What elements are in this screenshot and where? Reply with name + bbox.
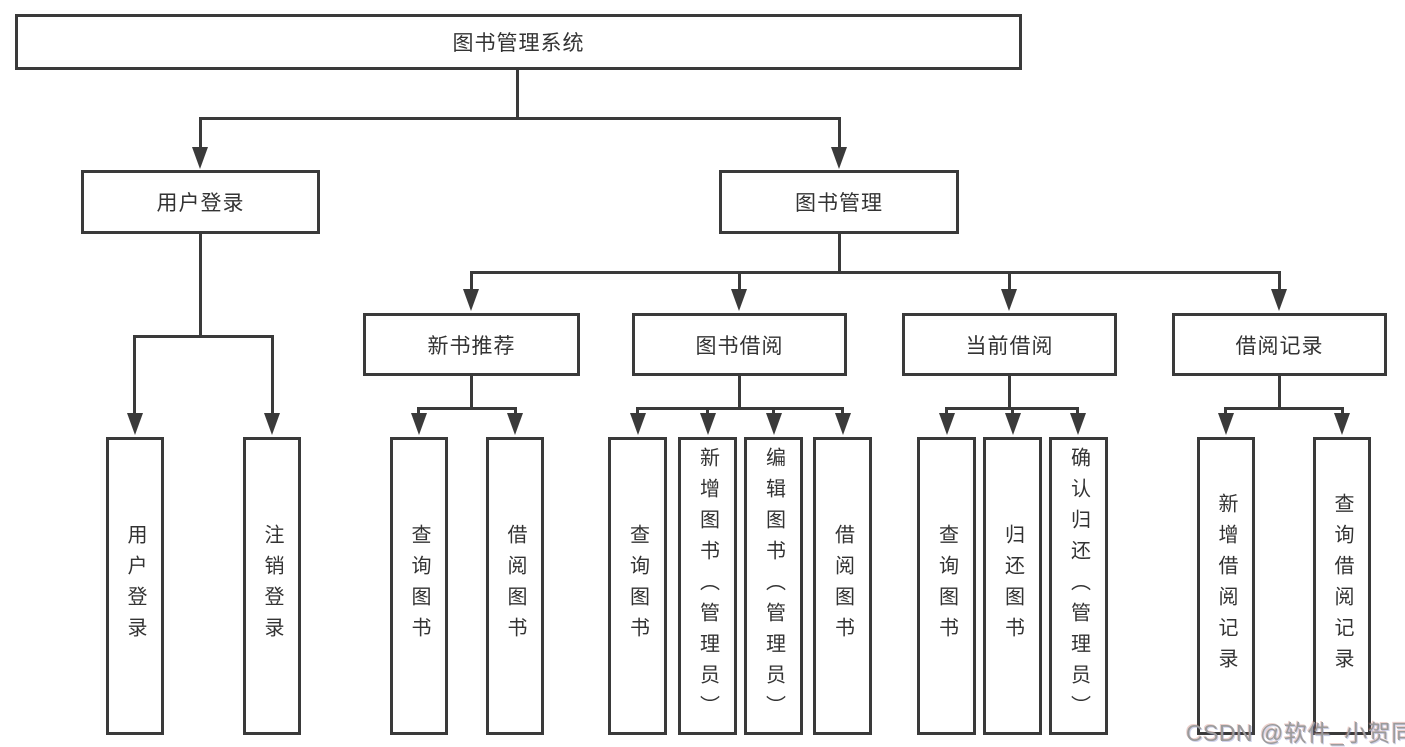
leaf-query-borrow-record-label: 查询借阅记录 [1331, 493, 1353, 679]
leaf-return-books: 归还图书 [983, 437, 1042, 735]
node-book-management-label: 图书管理 [795, 192, 883, 215]
arrow-to-leaf-current-query [939, 413, 955, 435]
connector-br-stem [1278, 376, 1281, 410]
arrow-to-leaf-add-record [1218, 413, 1234, 435]
arrow-to-leaf-return-books [1005, 413, 1021, 435]
leaf-return-books-label: 归还图书 [1001, 524, 1024, 648]
leaf-recommend-borrow-books-label: 借阅图书 [504, 524, 526, 648]
leaf-add-books-admin-label: 新增图书（管理员） [696, 446, 719, 726]
leaf-logout: 注销登录 [243, 437, 301, 735]
connector-bm-drop-4 [1278, 272, 1281, 294]
connector-nbr-stem [470, 376, 473, 410]
connector-root-stem [516, 70, 519, 119]
leaf-user-login-label: 用户登录 [124, 524, 146, 648]
leaf-current-query-books: 查询图书 [917, 437, 976, 735]
leaf-confirm-return-admin: 确认归还（管理员） [1049, 437, 1108, 735]
connector-bb-hbar [636, 407, 844, 410]
connector-bm-drop-2 [738, 272, 741, 294]
connector-ul-stem [199, 234, 202, 338]
node-current-borrow-label: 当前借阅 [965, 334, 1054, 358]
arrow-to-current-borrow [1001, 289, 1017, 311]
arrow-to-leaf-query-record [1334, 413, 1350, 435]
leaf-add-borrow-record: 新增借阅记录 [1197, 437, 1255, 735]
arrow-to-leaf-confirm-return [1070, 413, 1086, 435]
arrow-to-leaf-add-books [700, 413, 716, 435]
connector-nbr-hbar [417, 407, 517, 410]
node-book-borrow-label: 图书借阅 [695, 334, 784, 358]
node-borrow-record-label: 借阅记录 [1235, 334, 1324, 358]
connector-cb-stem [1008, 376, 1011, 410]
connector-bb-stem [738, 376, 741, 410]
arrow-to-leaf-borrow-books [835, 413, 851, 435]
leaf-query-borrow-record: 查询借阅记录 [1313, 437, 1371, 735]
arrow-to-leaf-user-login [127, 413, 143, 435]
connector-bm-stem [838, 234, 841, 274]
node-current-borrow: 当前借阅 [902, 313, 1117, 376]
root-node-library-system: 图书管理系统 [15, 14, 1022, 70]
arrow-to-book-borrow [731, 289, 747, 311]
connector-root-left-drop [199, 118, 202, 152]
node-book-management: 图书管理 [719, 170, 959, 234]
node-book-borrow: 图书借阅 [632, 313, 847, 376]
connector-bm-drop-3 [1008, 272, 1011, 294]
connector-ul-drop-1 [133, 336, 136, 418]
leaf-current-query-books-label: 查询图书 [935, 524, 958, 648]
arrow-to-leaf-edit-books [766, 413, 782, 435]
leaf-logout-label: 注销登录 [261, 524, 283, 648]
arrow-to-book-management [831, 147, 847, 169]
arrow-to-leaf-recommend-borrow [507, 413, 523, 435]
leaf-user-login: 用户登录 [106, 437, 164, 735]
node-new-book-recommend: 新书推荐 [363, 313, 580, 376]
connector-ul-drop-2 [271, 336, 274, 418]
leaf-borrow-books: 借阅图书 [813, 437, 872, 735]
leaf-recommend-borrow-books: 借阅图书 [486, 437, 544, 735]
leaf-borrow-query-books-label: 查询图书 [626, 524, 649, 648]
leaf-add-books-admin: 新增图书（管理员） [678, 437, 737, 735]
arrow-to-leaf-logout [264, 413, 280, 435]
arrow-to-borrow-record [1271, 289, 1287, 311]
root-node-label: 图书管理系统 [452, 32, 585, 55]
leaf-add-borrow-record-label: 新增借阅记录 [1215, 493, 1237, 679]
arrow-to-user-login [192, 147, 208, 169]
arrow-to-leaf-recommend-query [411, 413, 427, 435]
arrow-to-new-book-recommend [463, 289, 479, 311]
node-user-login: 用户登录 [81, 170, 320, 234]
leaf-edit-books-admin-label: 编辑图书（管理员） [762, 446, 785, 726]
node-new-book-recommend-label: 新书推荐 [427, 334, 516, 358]
connector-br-hbar [1224, 407, 1344, 410]
connector-root-hbar [199, 117, 841, 120]
leaf-confirm-return-admin-label: 确认归还（管理员） [1067, 446, 1090, 726]
connector-bm-drop-1 [470, 272, 473, 294]
leaf-recommend-query-books-label: 查询图书 [408, 524, 430, 648]
leaf-borrow-books-label: 借阅图书 [831, 524, 854, 648]
csdn-watermark: CSDN @软件_小贺同学 [1186, 720, 1405, 746]
node-borrow-record: 借阅记录 [1172, 313, 1387, 376]
leaf-borrow-query-books: 查询图书 [608, 437, 667, 735]
arrow-to-leaf-borrow-query [630, 413, 646, 435]
node-user-login-label: 用户登录 [156, 192, 245, 215]
connector-root-right-drop [838, 118, 841, 152]
leaf-edit-books-admin: 编辑图书（管理员） [744, 437, 803, 735]
leaf-recommend-query-books: 查询图书 [390, 437, 448, 735]
connector-ul-hbar [133, 335, 274, 338]
connector-bm-hbar [470, 271, 1281, 274]
